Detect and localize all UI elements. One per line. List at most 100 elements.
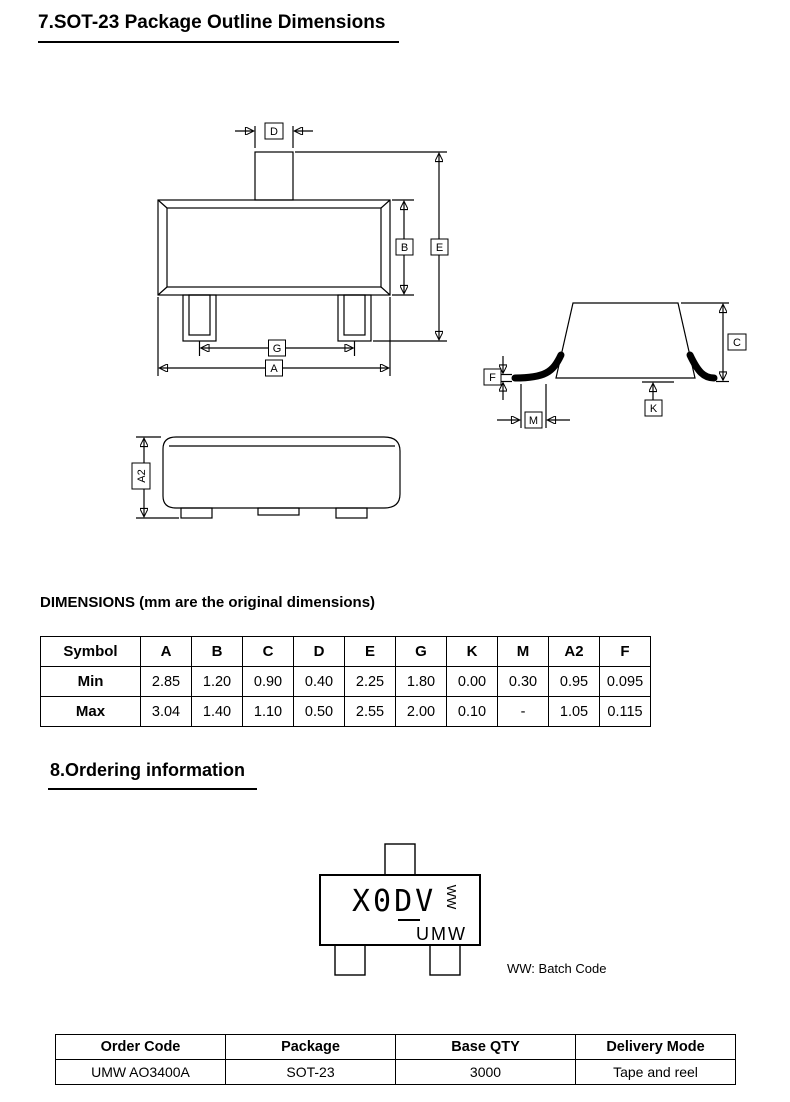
dims-cell: 1.40 — [191, 696, 243, 727]
dims-cell: 0.095 — [599, 666, 651, 697]
dim-letter-A: A — [270, 363, 278, 375]
dim-E: E — [295, 151, 449, 342]
dim-A: A — [157, 297, 391, 377]
dim-label-B: B — [395, 238, 414, 256]
dims-cell: 0.30 — [497, 666, 549, 697]
dim-letter-B: B — [401, 242, 408, 254]
lead-right — [686, 351, 718, 382]
dims-cell: 2.85 — [140, 666, 192, 697]
package-body-bottom-view — [162, 436, 401, 509]
bottom-view: A2 — [131, 436, 401, 519]
dim-letter-F: F — [489, 372, 496, 384]
dims-row-label: Min — [40, 666, 141, 697]
dims-cell: - — [497, 696, 549, 727]
bottom-pin-right — [337, 294, 372, 342]
dim-letter-D: D — [270, 126, 278, 138]
dim-F: F — [483, 356, 512, 400]
dims-max-row: Max 3.04 1.40 1.10 0.50 2.55 2.00 0.10 -… — [40, 696, 651, 727]
dimensions-heading: DIMENSIONS (mm are the original dimensio… — [40, 594, 376, 611]
dims-cell: 2.55 — [344, 696, 396, 727]
order-cell-package: SOT-23 — [225, 1059, 396, 1085]
dim-letter-A2: A2 — [136, 469, 148, 482]
dims-cell: 1.20 — [191, 666, 243, 697]
dims-cell: 3.04 — [140, 696, 192, 727]
marking-bottom-pin-left — [334, 944, 366, 976]
dims-cell: 0.115 — [599, 696, 651, 727]
dim-letter-G: G — [273, 343, 282, 355]
package-marking-drawing: X0DV WW UMW WW: Batch Code — [319, 843, 606, 976]
ordering-table: Order Code Package Base QTY Delivery Mod… — [55, 1034, 736, 1085]
dims-cell: 1.10 — [242, 696, 294, 727]
dim-K: K — [642, 381, 674, 417]
dims-header-cell: A2 — [548, 636, 600, 667]
dim-label-A2: A2 — [131, 462, 151, 490]
order-header-row: Order Code Package Base QTY Delivery Mod… — [55, 1034, 736, 1060]
dim-C: C — [681, 302, 747, 383]
order-header-cell: Base QTY — [395, 1034, 576, 1060]
dim-A2: A2 — [131, 436, 179, 519]
dim-label-K: K — [644, 399, 663, 417]
dim-letter-M: M — [529, 415, 538, 427]
dims-header-symbol: Symbol — [40, 636, 141, 667]
dim-label-A: A — [265, 359, 283, 377]
order-cell-qty: 3000 — [395, 1059, 576, 1085]
order-header-cell: Delivery Mode — [575, 1034, 736, 1060]
dims-cell: 0.90 — [242, 666, 294, 697]
dim-D: D — [235, 122, 313, 148]
dim-label-M: M — [524, 411, 543, 429]
marking-top-pin — [384, 843, 416, 876]
dim-G: G — [198, 339, 356, 357]
dims-header-cell: G — [395, 636, 447, 667]
dims-cell: 2.00 — [395, 696, 447, 727]
section7-title: 7.SOT-23 Package Outline Dimensions — [38, 12, 400, 43]
marking-body — [319, 874, 481, 946]
dims-header-cell: F — [599, 636, 651, 667]
dim-B: B — [392, 199, 414, 296]
dims-header-cell: A — [140, 636, 192, 667]
dims-header-cell: M — [497, 636, 549, 667]
marking-code-text: X0DV — [352, 884, 436, 919]
top-view: D B E — [157, 122, 449, 377]
dims-cell: 2.25 — [344, 666, 396, 697]
dim-label-C: C — [727, 333, 747, 351]
order-cell-code: UMW AO3400A — [55, 1059, 226, 1085]
dims-header-row: Symbol A B C D E G K M A2 F — [40, 636, 651, 667]
side-view: C F K — [483, 302, 747, 429]
dim-letter-E: E — [436, 242, 443, 254]
marking-bottom-pin-right — [429, 944, 461, 976]
dims-cell: 0.00 — [446, 666, 498, 697]
order-cell-delivery: Tape and reel — [575, 1059, 736, 1085]
dims-cell: 0.40 — [293, 666, 345, 697]
dims-header-cell: K — [446, 636, 498, 667]
dims-cell: 0.95 — [548, 666, 600, 697]
dims-cell: 1.05 — [548, 696, 600, 727]
dims-cell: 1.80 — [395, 666, 447, 697]
section8-title: 8.Ordering information — [48, 760, 258, 790]
bottom-pin-left — [182, 294, 217, 342]
marking-brand-text: UMW — [416, 924, 467, 944]
top-pin — [254, 151, 294, 201]
dims-header-cell: B — [191, 636, 243, 667]
dim-label-F: F — [483, 368, 502, 386]
dim-label-E: E — [430, 238, 449, 256]
dims-cell: 0.10 — [446, 696, 498, 727]
batch-code-note: WW: Batch Code — [507, 961, 606, 976]
order-data-row: UMW AO3400A SOT-23 3000 Tape and reel — [55, 1059, 736, 1085]
dims-row-label: Max — [40, 696, 141, 727]
dims-header-cell: C — [242, 636, 294, 667]
order-header-cell: Package — [225, 1034, 396, 1060]
dim-M: M — [497, 384, 570, 429]
dim-letter-K: K — [650, 403, 658, 415]
dim-label-D: D — [264, 122, 284, 140]
marking-ww-text: WW — [444, 885, 459, 910]
dimensions-table: Symbol A B C D E G K M A2 F Min 2.85 1.2… — [40, 636, 651, 727]
package-body-side-view — [555, 302, 696, 379]
package-outline-drawing: D B E — [131, 122, 747, 519]
dims-min-row: Min 2.85 1.20 0.90 0.40 2.25 1.80 0.00 0… — [40, 666, 651, 697]
bottom-view-pins — [180, 507, 368, 519]
dims-header-cell: E — [344, 636, 396, 667]
dim-letter-C: C — [733, 337, 741, 349]
dim-label-G: G — [268, 339, 286, 357]
dims-cell: 0.50 — [293, 696, 345, 727]
